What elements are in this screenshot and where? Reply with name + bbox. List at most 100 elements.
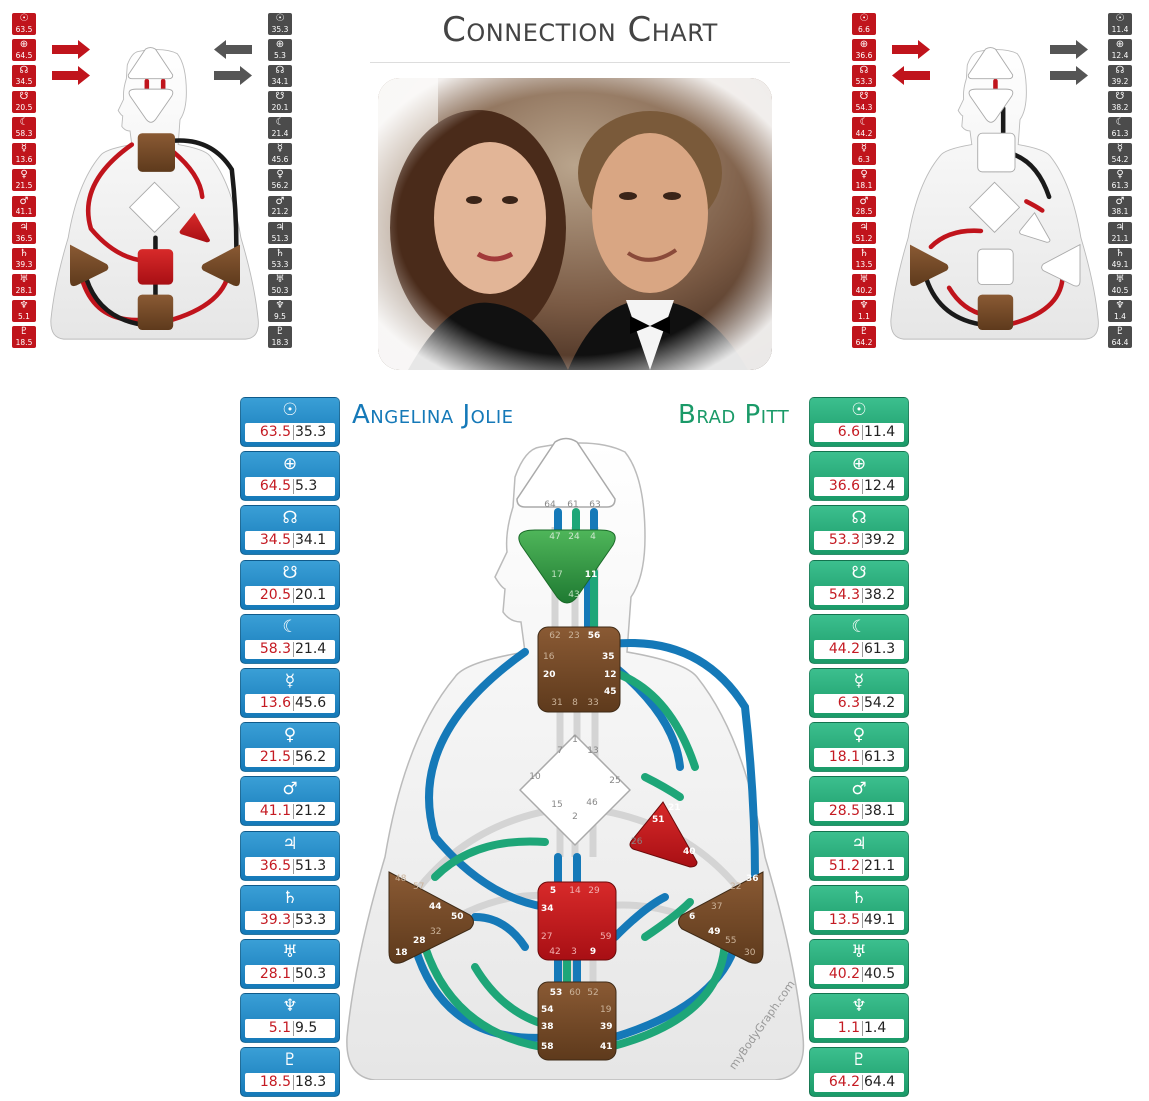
mini-planet-south-node: ☋20.5 xyxy=(12,91,36,114)
mini-gate-line: 18.1 xyxy=(855,181,873,191)
mini-planet-venus: ♀61.3 xyxy=(1108,169,1132,192)
north-node-icon: ☊ xyxy=(282,508,298,529)
design-gate-line: 58.3 xyxy=(259,640,291,657)
design-gate-line: 6.3 xyxy=(837,694,860,711)
saturn-icon: ♄ xyxy=(275,247,285,259)
venus-icon: ♀ xyxy=(1116,169,1124,181)
mini-gate-line: 28.1 xyxy=(15,285,33,295)
moon-icon: ☾ xyxy=(859,117,869,129)
g-center xyxy=(519,734,631,846)
jupiter-icon: ♃ xyxy=(851,833,867,854)
mini-planet-jupiter: ♃36.5 xyxy=(12,221,36,244)
jupiter-icon: ♃ xyxy=(275,221,285,233)
mini-planet-mars: ♂41.1 xyxy=(12,195,36,218)
design-gate-line: 13.5 xyxy=(828,911,860,928)
mini-planet-moon: ☾61.3 xyxy=(1108,117,1132,140)
mini-planet-sun: ☉35.3 xyxy=(268,13,292,35)
mini-gate-line: 5.1 xyxy=(18,311,30,321)
gate-14: 14 xyxy=(569,886,581,896)
personality-gate-line: 12.4 xyxy=(864,478,896,495)
design-gate-line: 36.5 xyxy=(259,857,291,874)
mini-planet-south-node: ☋38.2 xyxy=(1108,91,1132,114)
gate-7: 7 xyxy=(557,746,563,756)
gate-12: 12 xyxy=(604,670,617,680)
mini-gate-line: 39.3 xyxy=(15,259,33,269)
mini-planet-earth: ⊕5.3 xyxy=(268,39,292,61)
gate-51: 51 xyxy=(652,815,665,825)
couple-photo-illustration xyxy=(378,78,772,370)
gate-28: 28 xyxy=(413,936,426,946)
south-node-icon: ☋ xyxy=(1115,91,1125,103)
head-center xyxy=(516,437,616,508)
gate-52: 52 xyxy=(587,988,598,998)
south-node-icon: ☋ xyxy=(282,562,298,583)
mini-planet-uranus: ♅40.5 xyxy=(1108,273,1132,296)
mars-icon: ♂ xyxy=(851,779,867,800)
gate-2: 2 xyxy=(572,812,578,822)
neptune-icon: ♆ xyxy=(19,299,29,311)
mercury-icon: ☿ xyxy=(860,143,868,155)
personality-gate-line: 11.4 xyxy=(864,424,896,440)
neptune-icon: ♆ xyxy=(275,299,285,311)
gate-33: 33 xyxy=(587,698,598,708)
gate-41: 41 xyxy=(600,1042,613,1052)
gate-59: 59 xyxy=(600,932,612,942)
mini-planet-earth: ⊕64.5 xyxy=(12,39,36,61)
design-gate-line: 64.5 xyxy=(259,478,291,495)
mini-gate-line: 20.5 xyxy=(15,103,33,113)
mini-planet-sun: ☉63.5 xyxy=(12,13,36,35)
moon-icon: ☾ xyxy=(19,117,29,129)
mini-planet-jupiter: ♃51.3 xyxy=(268,221,292,244)
mini-gate-line: 49.1 xyxy=(1111,259,1129,269)
mini-planet-mercury: ☿6.3 xyxy=(852,143,876,166)
personality-gate-line: 53.3 xyxy=(295,911,327,928)
mini-gate-line: 5.3 xyxy=(274,50,286,60)
mini-planet-pluto: ♇64.2 xyxy=(852,325,876,348)
mercury-icon: ☿ xyxy=(284,670,296,691)
mini-gate-line: 6.6 xyxy=(858,24,870,34)
mini-gate-line: 58.3 xyxy=(15,129,33,139)
mini-planet-south-node: ☋20.1 xyxy=(268,91,292,114)
mini-gate-line: 53.3 xyxy=(855,77,873,87)
sun-icon: ☉ xyxy=(282,400,298,420)
saturn-icon: ♄ xyxy=(19,247,29,259)
gate-1: 1 xyxy=(572,735,578,745)
mini-planet-mercury: ☿13.6 xyxy=(12,143,36,166)
mini-gate-line: 9.5 xyxy=(274,311,286,321)
uranus-icon: ♅ xyxy=(19,273,29,285)
personality-gate-line: 21.1 xyxy=(864,857,896,874)
gate-18: 18 xyxy=(395,948,408,958)
neptune-icon: ♆ xyxy=(282,996,298,1017)
personality-gate-line: 39.2 xyxy=(864,532,896,549)
mini-gate-line: 13.6 xyxy=(15,155,33,165)
south-node-icon: ☋ xyxy=(275,91,285,103)
north-node-icon: ☊ xyxy=(275,65,285,77)
gate-22: 22 xyxy=(730,882,741,892)
personality-gate-line: 61.3 xyxy=(864,640,896,657)
personality-gate-line: 21.2 xyxy=(295,803,327,820)
design-gate-line: 18.5 xyxy=(259,1074,291,1091)
design-gate-line: 20.5 xyxy=(259,586,291,603)
mini-gate-line: 51.2 xyxy=(855,233,873,243)
earth-icon: ⊕ xyxy=(19,39,29,51)
pluto-icon: ♇ xyxy=(1115,325,1125,337)
moon-icon: ☾ xyxy=(851,616,867,637)
mini-planet-saturn: ♄53.3 xyxy=(268,247,292,270)
sun-icon: ☉ xyxy=(19,13,29,24)
arrow-right-icon xyxy=(52,40,90,59)
